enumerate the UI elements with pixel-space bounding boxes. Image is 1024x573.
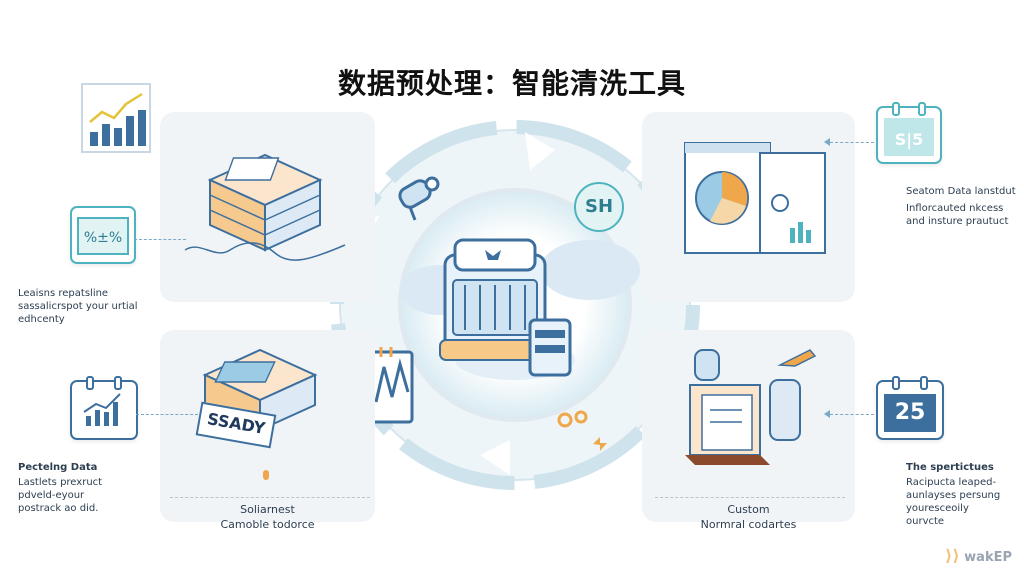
connector-line: [134, 239, 186, 240]
note-line: Racipucta leaped-: [906, 477, 997, 488]
calendar-date: 25: [884, 394, 936, 432]
watermark-logo: ⟩⟩ wakEP: [945, 546, 1012, 565]
right-top-note: Seatom Data lanstdut Inflorcauted nkcess…: [906, 185, 1021, 228]
card-ring: [918, 102, 926, 116]
connector-line: [136, 414, 198, 415]
card-ring: [86, 376, 94, 390]
trend-chart-card: [81, 83, 151, 153]
note-line: youresceoily: [906, 503, 969, 514]
right-bottom-note: The spertictues Racipucta leaped- aunlay…: [906, 461, 1021, 528]
report-document-icon: [684, 142, 826, 254]
archive-books-icon: [685, 349, 817, 465]
card-ring: [892, 376, 900, 390]
calendar-card: 25: [876, 376, 944, 440]
formula-icon: %±%: [77, 217, 129, 255]
bottom-right-caption: Custom Normral codartes: [642, 502, 855, 532]
note-line: ourvcte: [906, 516, 945, 527]
note-line: sassalicrspot your urtial: [18, 301, 138, 312]
card-ring: [114, 376, 122, 390]
connector-line: [830, 142, 874, 143]
arrow-left-icon: [824, 410, 830, 418]
note-line: Lastlets prexruct: [18, 477, 103, 488]
note-line: pdveld-eyour: [18, 490, 85, 501]
gear-icon: [557, 410, 588, 428]
sh-badge: SH: [574, 182, 624, 232]
note-line: edhcenty: [18, 314, 65, 325]
magnet-icon: [398, 176, 440, 221]
caption-title: Soliarnest: [240, 503, 295, 516]
bottom-left-caption: Soliarnest Camoble todorce: [160, 502, 375, 532]
left-bottom-note: Pectelng Data Lastlets prexruct pdveld-e…: [18, 461, 158, 515]
caption-subtitle: Normral codartes: [700, 518, 797, 531]
divider: [170, 497, 370, 498]
processing-machine-icon: [439, 238, 572, 377]
note-line: Leaisns repatsline: [18, 288, 109, 299]
logo-icon: ⟩⟩: [945, 546, 960, 565]
divider: [655, 497, 845, 498]
caption-subtitle: Camoble todorce: [220, 518, 315, 531]
svg-text:S|5: S|5: [895, 130, 924, 150]
note-heading: The spertictues: [906, 462, 994, 473]
svg-text:%±%: %±%: [84, 230, 122, 246]
note-line: Inflorcauted nkcess: [906, 203, 1004, 214]
spark-icon: [593, 437, 607, 451]
note-line: and insture prautuct: [906, 216, 1009, 227]
server-stack-icon: [207, 153, 323, 252]
left-top-note: Leaisns repatsline sassalicrspot your ur…: [18, 287, 158, 326]
growth-chart-card: [70, 376, 138, 440]
note-line: aunlayses persung: [906, 490, 1001, 501]
note-line: postrack ao did.: [18, 503, 99, 514]
bullet-marker: [263, 470, 269, 480]
sync-icon: S|5: [884, 118, 934, 156]
growth-chart-icon: [83, 393, 121, 426]
caption-title: Custom: [727, 503, 770, 516]
data-wave-line: [184, 242, 346, 261]
note-heading: Seatom Data lanstdut: [906, 186, 1016, 197]
card-ring: [920, 376, 928, 390]
card-ring: [892, 102, 900, 116]
arrow-left-icon: [824, 138, 830, 146]
page-title: 数据预处理：智能清洗工具: [337, 67, 686, 100]
note-heading: Pectelng Data: [18, 462, 98, 473]
logo-text: wakEP: [964, 550, 1012, 565]
sync-card: S|5: [876, 102, 942, 164]
formula-card: %±%: [70, 206, 136, 264]
connector-line: [830, 414, 874, 415]
